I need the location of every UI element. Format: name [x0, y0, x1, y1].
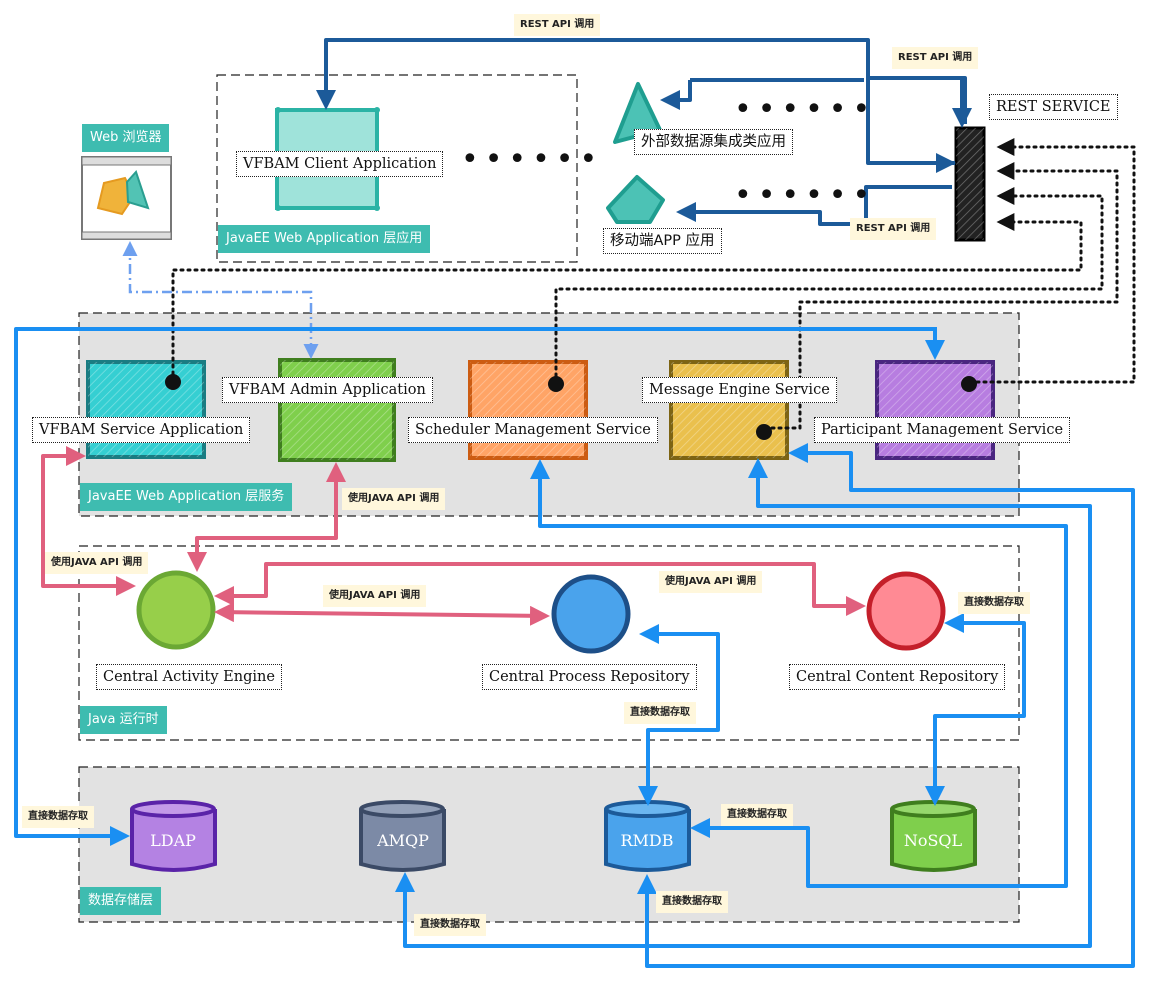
rest-service-bar: [954, 126, 986, 242]
mobile-app-pentagon: [606, 175, 665, 224]
direct-access-lines: [14, 327, 1135, 968]
activity-engine-label: Central Activity Engine: [96, 664, 282, 690]
ldap-label: LDAP: [150, 831, 196, 850]
runtime-layer-tag: Java 运行时: [80, 706, 167, 734]
amqp-label: AMQP: [376, 831, 429, 850]
webapp-layer-tag: JavaEE Web Application 层应用: [218, 225, 431, 253]
process-repo-circle: [551, 574, 631, 654]
java-api-left-note: 使用JAVA API 调用: [45, 552, 149, 574]
browser-tag: Web 浏览器: [82, 124, 170, 152]
client-app-label: VFBAM Client Application: [236, 151, 444, 177]
content-repo-label: Central Content Repository: [789, 664, 1006, 690]
ldap-db: LDAP: [130, 800, 217, 872]
content-repo-circle: [866, 571, 946, 651]
rest-service-label: REST SERVICE: [989, 94, 1118, 120]
browser-window: [81, 156, 172, 240]
scheduler-label: Scheduler Management Service: [408, 417, 658, 443]
storage-layer-tag: 数据存储层: [80, 887, 162, 915]
participant-box: [875, 360, 995, 460]
message-engine-connector: [756, 424, 772, 440]
rmdb-db: RMDB: [604, 800, 691, 872]
direct-amqp-note: 直接数据存取: [414, 914, 486, 936]
runtime-layer-box: [78, 545, 1020, 741]
amqp-db: AMQP: [359, 800, 446, 872]
service-app-connector: [165, 374, 181, 390]
java-api-lines: [41, 446, 866, 626]
rest-right-note: REST API 调用: [892, 47, 979, 69]
direct-rmdb-right-note: 直接数据存取: [721, 804, 793, 826]
external-apps-label: 外部数据源集成类应用: [634, 129, 793, 155]
java-api-right-note: 使用JAVA API 调用: [659, 571, 763, 593]
direct-ldap-note: 直接数据存取: [22, 806, 94, 828]
message-engine-label: Message Engine Service: [642, 377, 837, 403]
direct-process-note: 直接数据存取: [624, 702, 696, 724]
rest-connectors: [316, 38, 972, 226]
scheduler-connector: [548, 376, 564, 392]
mobile-more-dots: ••••••: [734, 178, 877, 213]
direct-rmdb-bottom-note: 直接数据存取: [656, 891, 728, 913]
participant-label: Participant Management Service: [814, 417, 1071, 443]
admin-app-box: [278, 358, 396, 462]
external-more-dots: ••••••: [734, 92, 877, 127]
participant-connector: [961, 376, 977, 392]
java-api-admin-note: 使用JAVA API 调用: [342, 488, 446, 510]
rest-top-note: REST API 调用: [514, 14, 601, 36]
browser-link: [122, 241, 319, 359]
admin-app-label: VFBAM Admin Application: [222, 377, 433, 403]
service-layer-tag: JavaEE Web Application 层服务: [80, 483, 293, 511]
rmdb-label: RMDB: [620, 831, 673, 850]
rest-mobile-note: REST API 调用: [850, 218, 937, 240]
scheduler-box: [468, 360, 588, 460]
mobile-apps-label: 移动端APP 应用: [603, 228, 722, 254]
direct-content-note: 直接数据存取: [958, 592, 1030, 614]
nosql-label: NoSQL: [904, 831, 963, 850]
process-repo-label: Central Process Repository: [482, 664, 697, 690]
activity-engine-circle: [136, 570, 216, 650]
nosql-db: NoSQL: [890, 800, 977, 872]
service-app-label: VFBAM Service Application: [32, 417, 251, 443]
storage-layer-box: [78, 766, 1020, 923]
java-api-mid-note: 使用JAVA API 调用: [323, 585, 427, 607]
client-more-dots: ••••••: [461, 142, 604, 177]
